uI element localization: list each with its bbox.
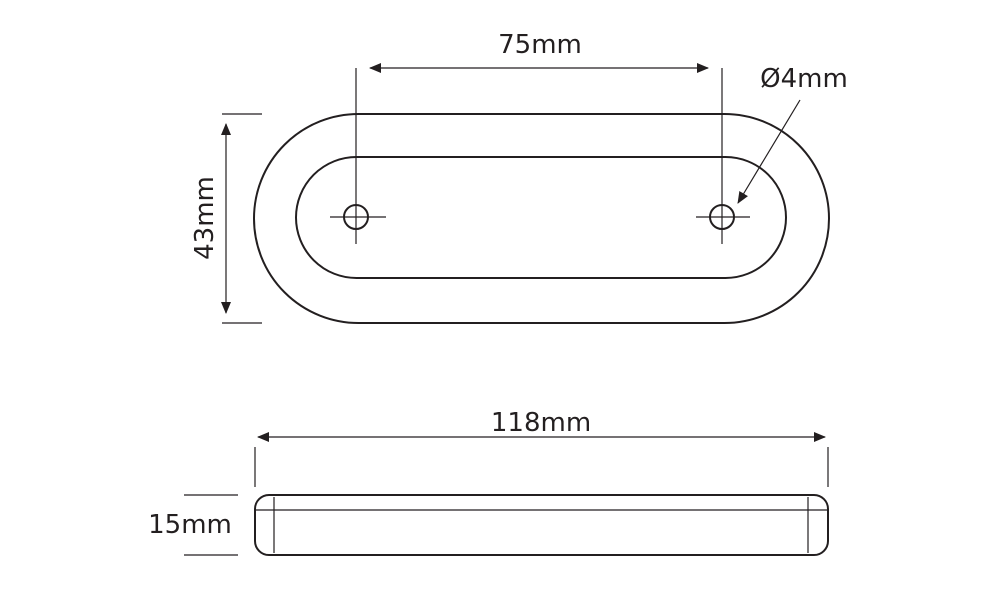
hole-spacing-label: 75mm xyxy=(498,30,582,60)
width-dimension: 43mm xyxy=(190,113,262,324)
width-label: 43mm xyxy=(190,176,220,260)
outer-outline xyxy=(253,113,830,324)
hole-diameter-label: Ø4mm xyxy=(760,64,848,94)
height-dimension: 15mm xyxy=(148,494,238,556)
hole-spacing-dimension: 75mm xyxy=(355,30,723,191)
length-label: 118mm xyxy=(491,408,591,438)
inner-recess-outline xyxy=(295,156,787,279)
side-view: 118mm 15mm xyxy=(148,408,829,556)
mounting-hole-left xyxy=(330,191,386,244)
length-dimension: 118mm xyxy=(254,408,829,487)
hole-diameter-callout: Ø4mm xyxy=(737,64,848,204)
height-label: 15mm xyxy=(148,510,232,540)
top-view: 75mm Ø4mm 43mm xyxy=(190,30,848,324)
mounting-hole-right xyxy=(696,191,750,244)
side-profile-outline xyxy=(254,494,829,556)
